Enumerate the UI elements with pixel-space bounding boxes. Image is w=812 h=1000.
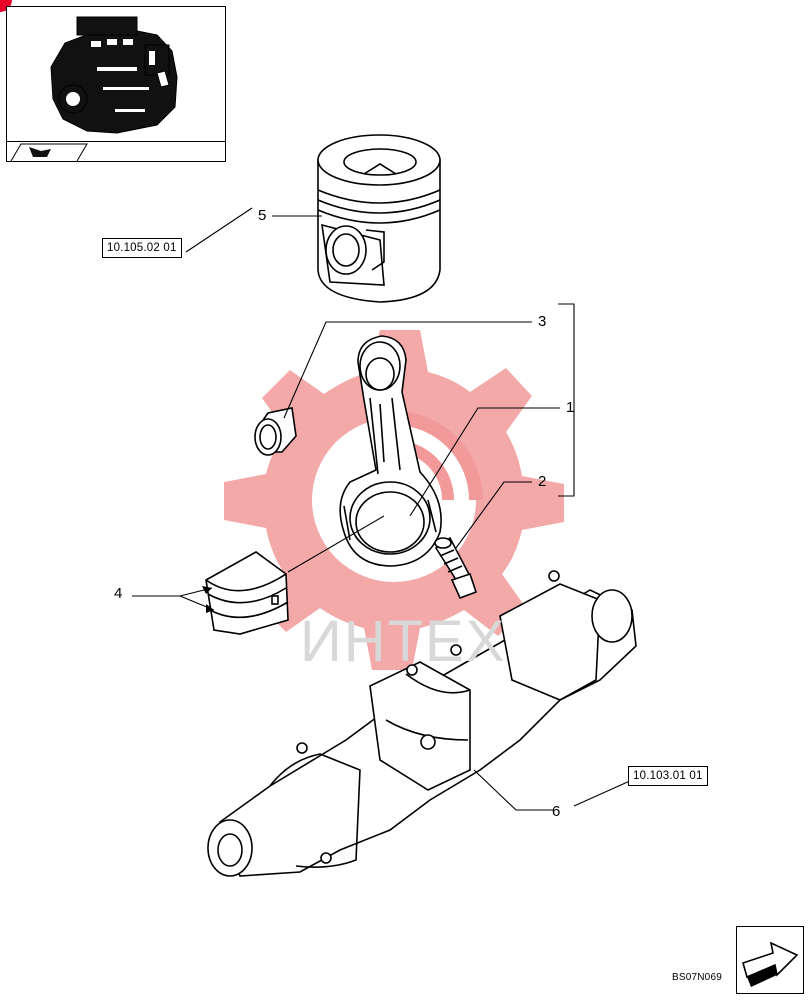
callout-1: 1 — [566, 399, 575, 416]
leader-arrowheads — [202, 586, 214, 613]
crankshaft-drawing — [207, 570, 637, 877]
callout-6: 6 — [552, 803, 561, 820]
bolt-drawing — [434, 536, 478, 600]
piston-drawing — [317, 134, 441, 303]
engine-assembly-icon — [50, 16, 178, 134]
drawing-code: BS07N069 — [672, 972, 722, 983]
engine-thumbnail[interactable] — [6, 6, 226, 162]
bushing-drawing — [254, 407, 297, 456]
thumbnail-divider — [7, 141, 225, 142]
bearing-shells-drawing — [205, 551, 289, 635]
callout-3: 3 — [538, 313, 547, 330]
watermark-text: ИНТЕХ — [300, 609, 507, 674]
return-arrow-icon[interactable] — [7, 141, 225, 163]
callout-5: 5 — [258, 207, 267, 224]
leader-lines — [132, 207, 633, 811]
next-page-button[interactable] — [736, 926, 804, 994]
reference-crankshaft[interactable]: 10.103.01 01 — [628, 766, 708, 786]
next-page-arrow-icon — [742, 941, 799, 987]
callout-2: 2 — [538, 473, 547, 490]
reference-piston[interactable]: 10.105.02 01 — [102, 238, 182, 258]
callout-4: 4 — [114, 585, 123, 602]
connecting-rod-drawing — [339, 335, 442, 567]
